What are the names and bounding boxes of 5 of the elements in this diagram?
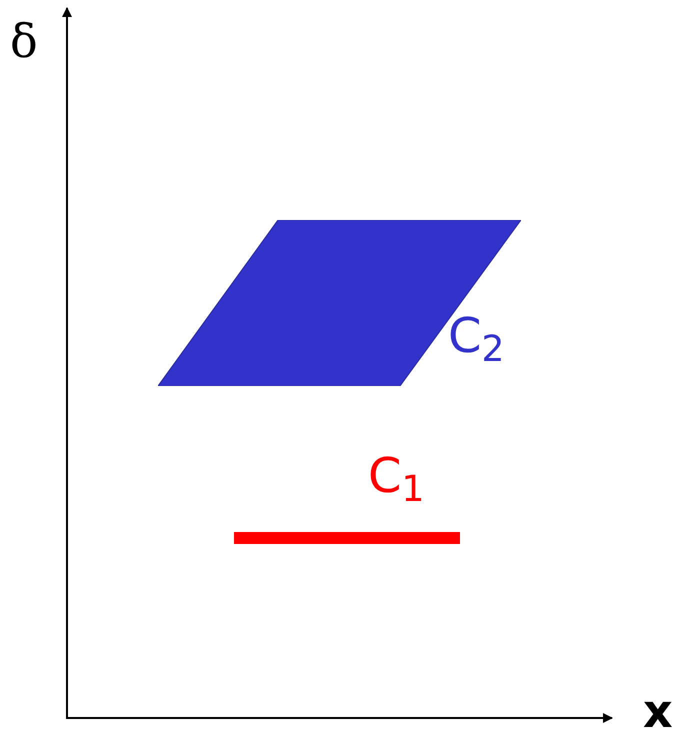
axis-label: δ [10,18,38,64]
region-label: C$_{1}$ [368,452,424,500]
region-label: C$_{2}$ [448,312,504,360]
line-segment [234,532,460,544]
axis-label: x [643,688,673,734]
